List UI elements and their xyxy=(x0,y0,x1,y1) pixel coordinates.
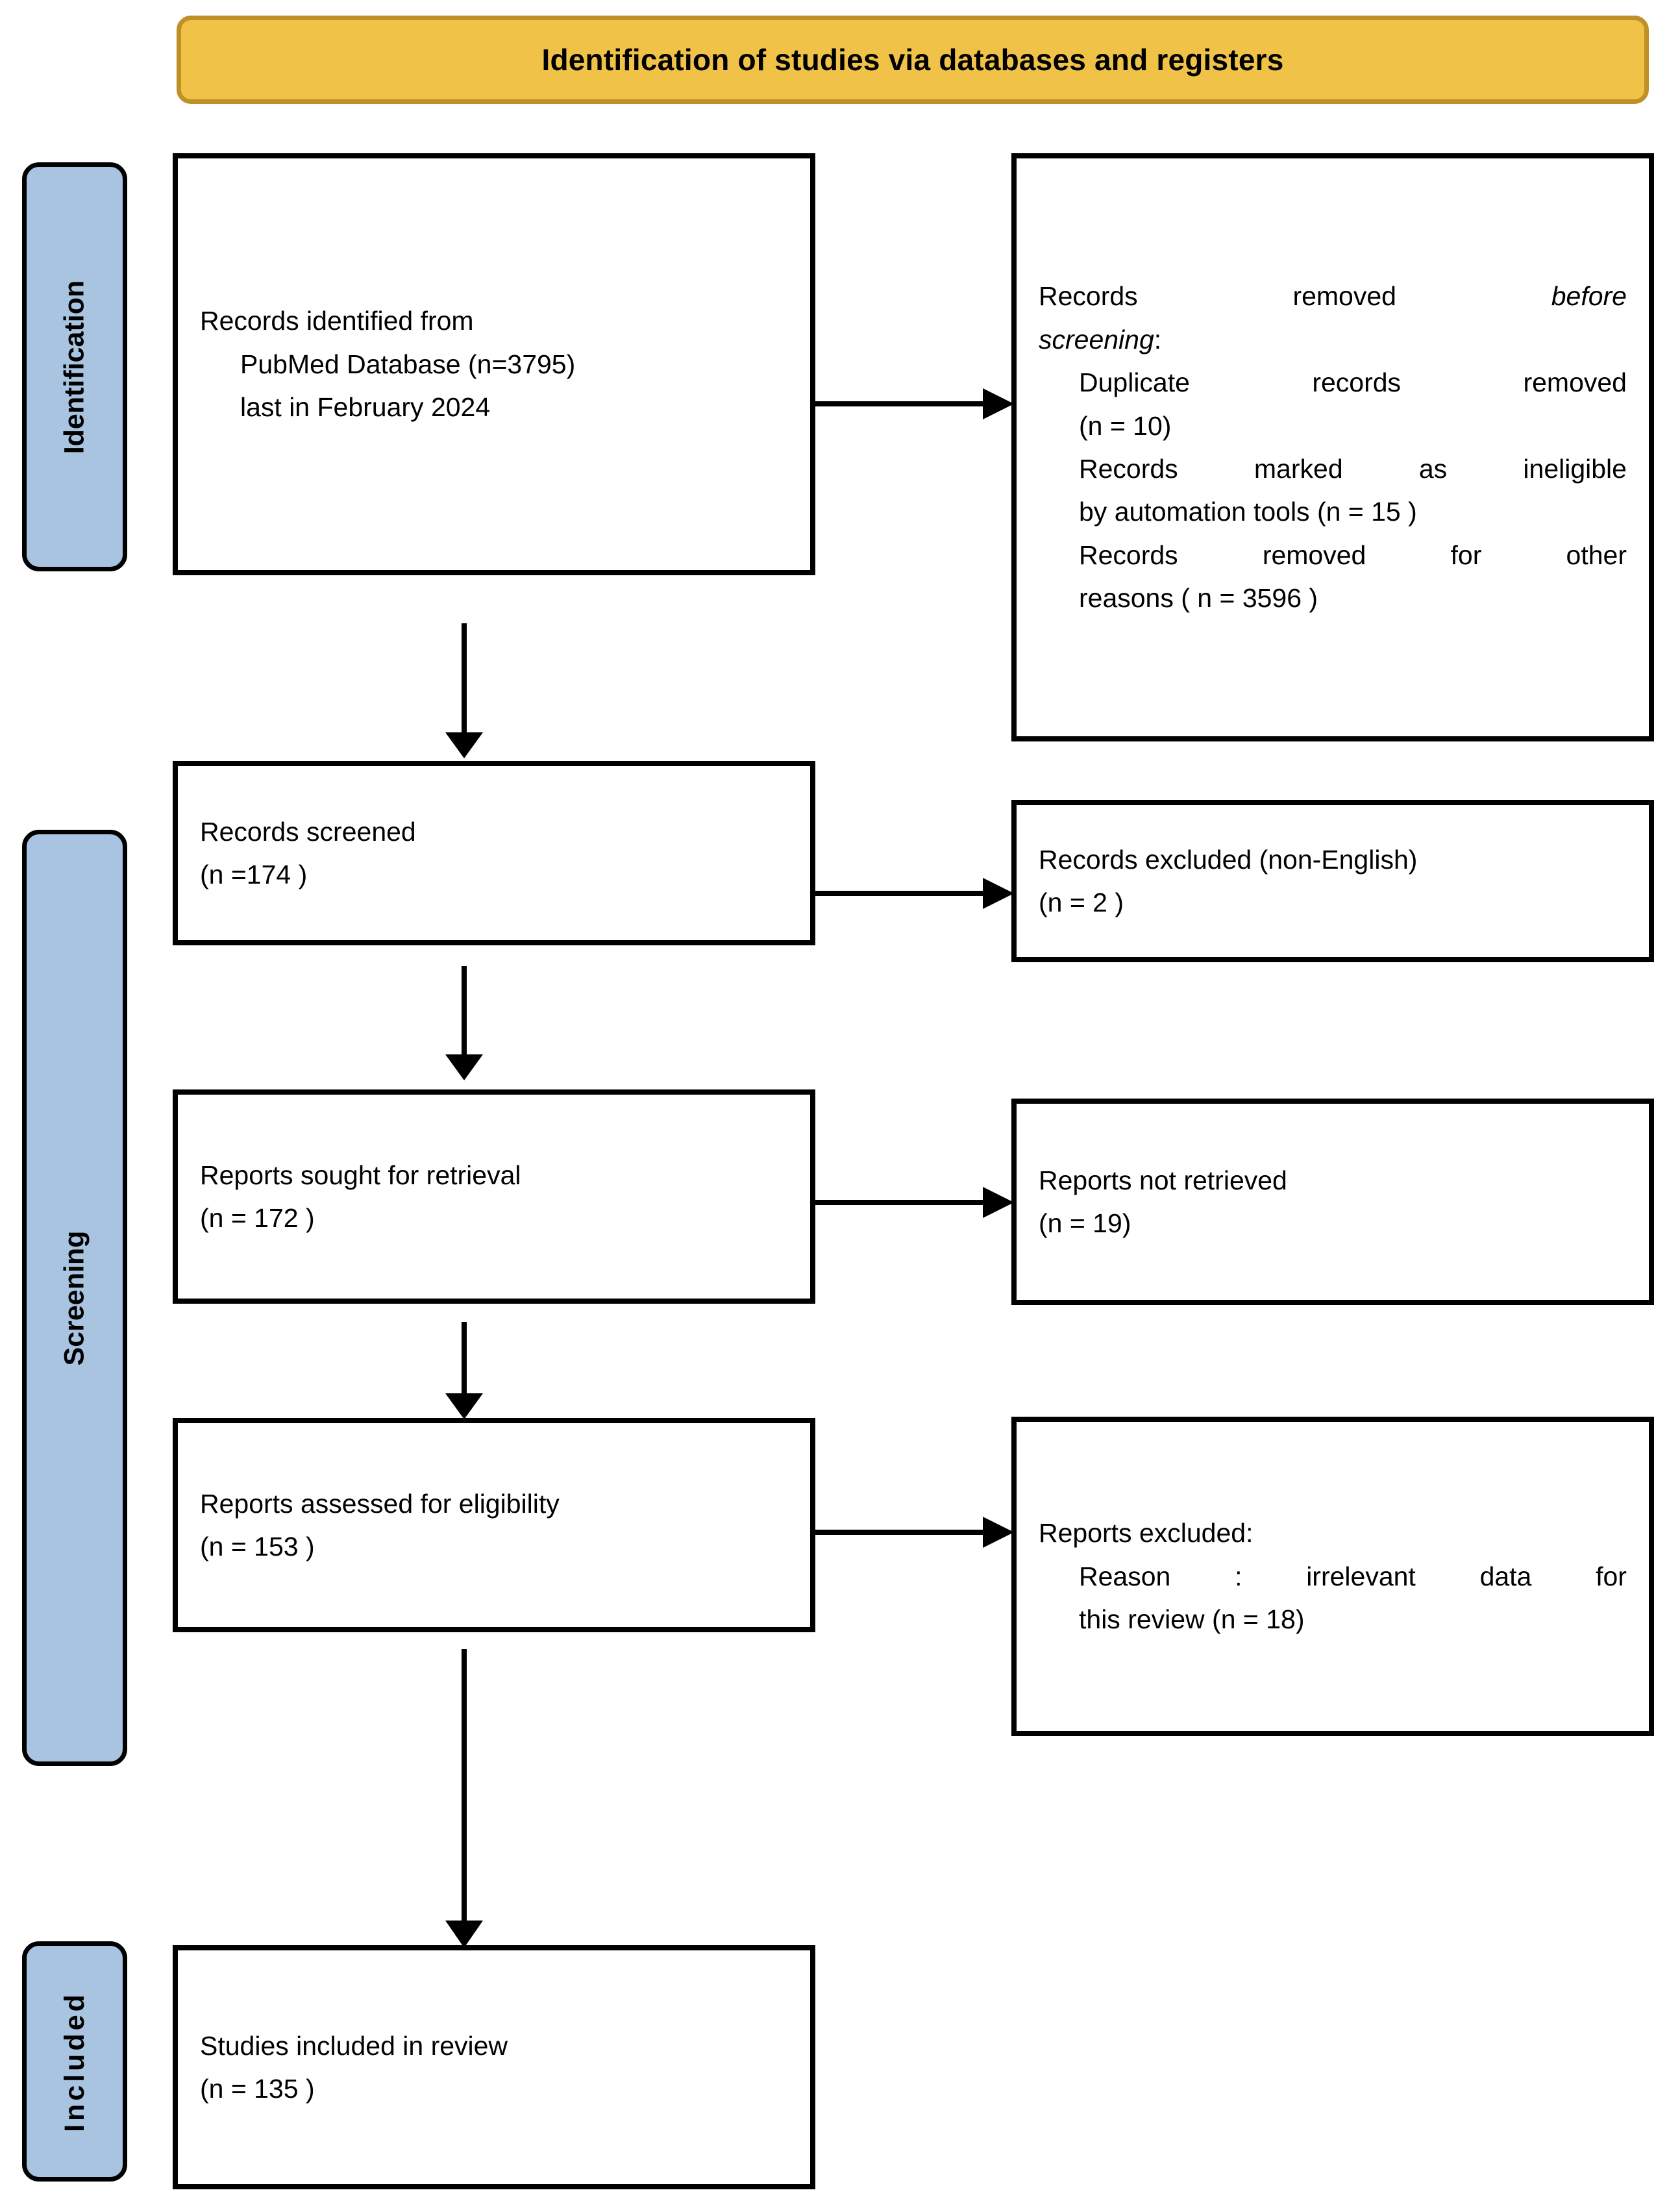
records-excluded-count: (n = 2 ) xyxy=(1039,888,1124,917)
ineligible-line-2: by automation tools (n = 15 ) xyxy=(1079,497,1417,527)
arrow-assessed-to-reports-excluded xyxy=(815,1513,1014,1552)
arrow-identified-to-screened xyxy=(441,623,487,758)
arrow-assessed-to-included xyxy=(441,1649,487,1948)
other-reasons-line-2: reasons ( n = 3596 ) xyxy=(1079,583,1318,614)
arrow-identified-to-removed xyxy=(815,384,1014,423)
studies-included-label: Studies included in review xyxy=(200,2030,508,2061)
other-word-records: Records xyxy=(1079,540,1178,570)
stage-label-screening: Screening xyxy=(22,830,127,1766)
box-reports-not-retrieved: Reports not retrieved (n = 19) xyxy=(1011,1099,1654,1305)
records-screened-label: Records screened xyxy=(200,816,416,847)
reports-not-retrieved-label: Reports not retrieved xyxy=(1039,1165,1287,1195)
reports-sought-label: Reports sought for retrieval xyxy=(200,1160,521,1190)
other-word-removed: removed xyxy=(1262,540,1366,570)
other-word-for: for xyxy=(1450,540,1482,570)
box-records-removed-before-screening: Records removed before screening: Duplic… xyxy=(1011,153,1654,741)
ineligible-word-as: as xyxy=(1418,454,1448,484)
duplicate-word-records: records xyxy=(1312,367,1402,398)
diagram-header-banner: Identification of studies via databases … xyxy=(177,16,1649,104)
records-removed-colon: : xyxy=(1154,324,1162,354)
box-reports-sought: Reports sought for retrieval (n = 172 ) xyxy=(173,1089,815,1304)
ineligible-word-marked: marked xyxy=(1254,454,1343,484)
records-removed-line-1: Records removed before xyxy=(1039,275,1627,317)
reason-word-for: for xyxy=(1596,1561,1627,1591)
reason-word-reason: Reason xyxy=(1079,1561,1171,1591)
reason-word-data: data xyxy=(1479,1561,1532,1591)
box-reports-assessed: Reports assessed for eligibility (n = 15… xyxy=(173,1418,815,1632)
ineligible-word-ineligible: ineligible xyxy=(1523,454,1627,484)
duplicate-word-duplicate: Duplicate xyxy=(1079,367,1190,398)
stage-label-included: Included xyxy=(22,1941,127,2182)
reports-excluded-reason-line-1: Reason : irrelevant data for xyxy=(1039,1555,1627,1598)
reports-assessed-count: (n = 153 ) xyxy=(200,1532,315,1561)
records-screened-count: (n =174 ) xyxy=(200,860,308,889)
stage-label-identification: Identification xyxy=(22,162,127,571)
duplicate-count: (n = 10) xyxy=(1079,410,1172,441)
records-removed-word-removed: removed xyxy=(1292,281,1396,312)
records-removed-word-records: Records xyxy=(1039,281,1138,312)
records-excluded-label: Records excluded (non-English) xyxy=(1039,844,1418,875)
records-identified-line-1: Records identified from xyxy=(200,306,474,336)
reason-word-irrelevant: irrelevant xyxy=(1306,1561,1416,1591)
stage-label-identification-text: Identification xyxy=(58,280,90,454)
arrow-screened-to-sought xyxy=(441,966,487,1080)
reason-colon: : xyxy=(1235,1561,1242,1591)
banner-title: Identification of studies via databases … xyxy=(541,43,1284,77)
box-records-identified: Records identified from PubMed Database … xyxy=(173,153,815,575)
reports-sought-count: (n = 172 ) xyxy=(200,1203,315,1233)
records-identified-line-3: last in February 2024 xyxy=(240,392,491,423)
reports-not-retrieved-count: (n = 19) xyxy=(1039,1208,1131,1238)
box-studies-included: Studies included in review (n = 135 ) xyxy=(173,1945,815,2189)
ineligible-line-1: Records marked as ineligible xyxy=(1039,447,1627,490)
studies-included-count: (n = 135 ) xyxy=(200,2074,315,2104)
other-word-other: other xyxy=(1566,540,1627,570)
reports-excluded-reason-line-2: this review (n = 18) xyxy=(1079,1604,1305,1635)
reports-assessed-label: Reports assessed for eligibility xyxy=(200,1488,560,1519)
stage-label-included-text: Included xyxy=(58,1991,90,2132)
arrow-sought-to-not-retrieved xyxy=(815,1183,1014,1222)
records-removed-word-before: before xyxy=(1551,281,1627,312)
box-records-screened: Records screened (n =174 ) xyxy=(173,761,815,945)
records-removed-line-3: Duplicate records removed xyxy=(1039,361,1627,404)
duplicate-word-removed: removed xyxy=(1523,367,1627,398)
arrow-sought-to-assessed xyxy=(441,1322,487,1419)
other-reasons-line-1: Records removed for other xyxy=(1039,534,1627,577)
reports-excluded-label: Reports excluded: xyxy=(1039,1518,1254,1548)
records-removed-word-screening: screening xyxy=(1039,324,1154,354)
ineligible-word-records: Records xyxy=(1079,454,1178,484)
arrow-screened-to-excluded xyxy=(815,874,1014,913)
stage-label-screening-text: Screening xyxy=(58,1230,90,1365)
box-reports-excluded: Reports excluded: Reason : irrelevant da… xyxy=(1011,1417,1654,1736)
records-removed-line-2: screening: xyxy=(1039,318,1627,361)
records-identified-line-2: PubMed Database (n=3795) xyxy=(240,349,576,379)
box-records-excluded-non-english: Records excluded (non-English) (n = 2 ) xyxy=(1011,800,1654,962)
